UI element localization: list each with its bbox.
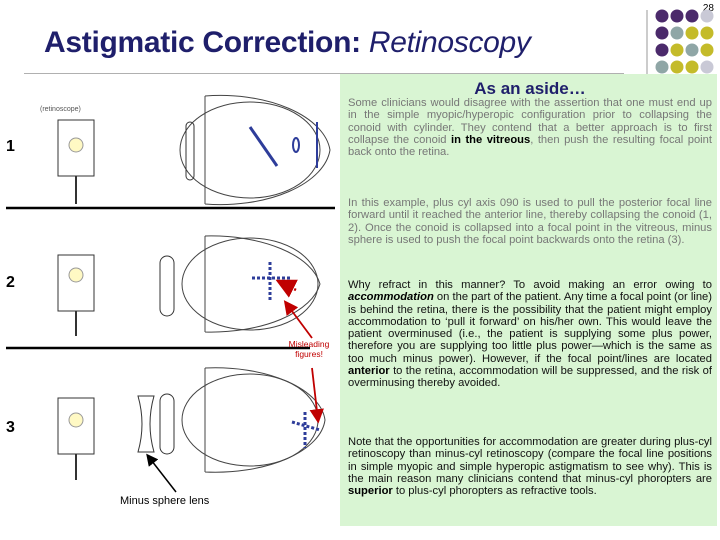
- decorative-dot: [685, 9, 699, 23]
- decorative-dot: [670, 9, 684, 23]
- eye-globe-1: [179, 101, 321, 199]
- title-rule: [24, 73, 624, 74]
- bulb-icon-3: [68, 412, 84, 428]
- step-1-figure: [57, 94, 331, 206]
- decorative-dot-grid: [646, 9, 714, 80]
- decorative-dot: [670, 60, 684, 74]
- eye-outline-1: [204, 94, 331, 206]
- step-number-1: 1: [6, 138, 15, 155]
- misleading-figures-note: Misleading figures!: [288, 339, 330, 359]
- step-3-figure: [57, 367, 326, 493]
- bulb-icon-1: [68, 137, 84, 153]
- title-bold: Astigmatic Correction:: [44, 26, 361, 59]
- eye-outline-2: [204, 235, 321, 333]
- decorative-dot: [700, 43, 714, 57]
- decorative-dot: [700, 9, 714, 23]
- step-number-3: 3: [6, 419, 15, 436]
- eye-globe-2: [181, 237, 319, 331]
- aside-panel: [340, 74, 717, 526]
- lens-pointer-arrow: [146, 453, 177, 493]
- aside-heading: As an aside…: [474, 79, 586, 98]
- minus-sphere-lens: [137, 395, 155, 453]
- decorative-dot: [670, 43, 684, 57]
- step-2-figure: [57, 235, 321, 336]
- bulb-icon-2: [68, 267, 84, 283]
- aside-paragraph-3: Why refract in this manner? To avoid mak…: [348, 279, 712, 390]
- page-title: Astigmatic Correction: Retinoscopy: [44, 26, 531, 60]
- misleading-arrow-up: [283, 300, 313, 339]
- eye-globe-3: [181, 373, 319, 467]
- slide-number: 28: [702, 3, 714, 14]
- minus-sphere-lens-label: Minus sphere lens: [120, 495, 210, 507]
- misleading-arrow-down: [309, 367, 324, 424]
- decorative-dot: [655, 9, 669, 23]
- title-italic: Retinoscopy: [368, 26, 531, 59]
- decorative-dot: [670, 26, 684, 40]
- eye-outline-3: [204, 367, 326, 473]
- aside-paragraph-1: Some clinicians would disagree with the …: [348, 97, 712, 159]
- decorative-dot: [655, 43, 669, 57]
- plus-cyl-lens-3: [159, 393, 175, 455]
- anterior-focal-line-1: [248, 126, 279, 167]
- retinoscopy-diagram: [6, 94, 335, 493]
- decorative-dot: [685, 43, 699, 57]
- decorative-dot: [700, 60, 714, 74]
- lamp-housing-2: [57, 254, 95, 312]
- posterior-focal-point-1: [292, 137, 300, 153]
- decorative-dot: [655, 26, 669, 40]
- step-number-2: 2: [6, 274, 15, 291]
- collapse-arrow: [275, 279, 298, 298]
- decorative-dot: [685, 26, 699, 40]
- aside-paragraph-2: In this example, plus cyl axis 090 is us…: [348, 197, 712, 246]
- aside-paragraph-4: Note that the opportunities for accommod…: [348, 436, 712, 498]
- decorative-dot: [655, 60, 669, 74]
- plus-cyl-lens: [159, 255, 175, 317]
- decorative-dot: [700, 26, 714, 40]
- retinoscope-label: (retinoscope): [40, 106, 81, 113]
- decorative-dot: [685, 60, 699, 74]
